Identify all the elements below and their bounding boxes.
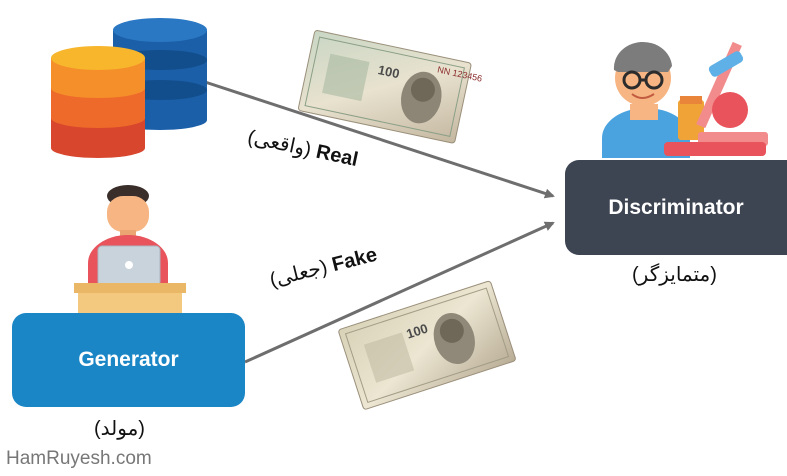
- watermark: HamRuyesh.com: [6, 448, 152, 469]
- real-banknote-image: 100 NN 123456: [298, 30, 483, 144]
- database-icon: [51, 18, 207, 158]
- discriminator-caption: (متمایزگر): [632, 264, 717, 286]
- fake-arrow: [244, 221, 555, 364]
- scientist-illustration: [602, 41, 768, 158]
- developer-illustration: [74, 185, 186, 315]
- generator-caption: (مولد): [94, 418, 145, 440]
- discriminator-node: Discriminator: [565, 160, 787, 255]
- svg-text:100: 100: [377, 62, 401, 81]
- discriminator-label: Discriminator: [608, 195, 744, 219]
- generator-node: Generator: [12, 313, 245, 407]
- svg-text:100: 100: [404, 321, 429, 342]
- fake-banknote-image: 100: [338, 280, 516, 410]
- generator-label: Generator: [78, 348, 179, 371]
- real-arrow: [204, 80, 555, 199]
